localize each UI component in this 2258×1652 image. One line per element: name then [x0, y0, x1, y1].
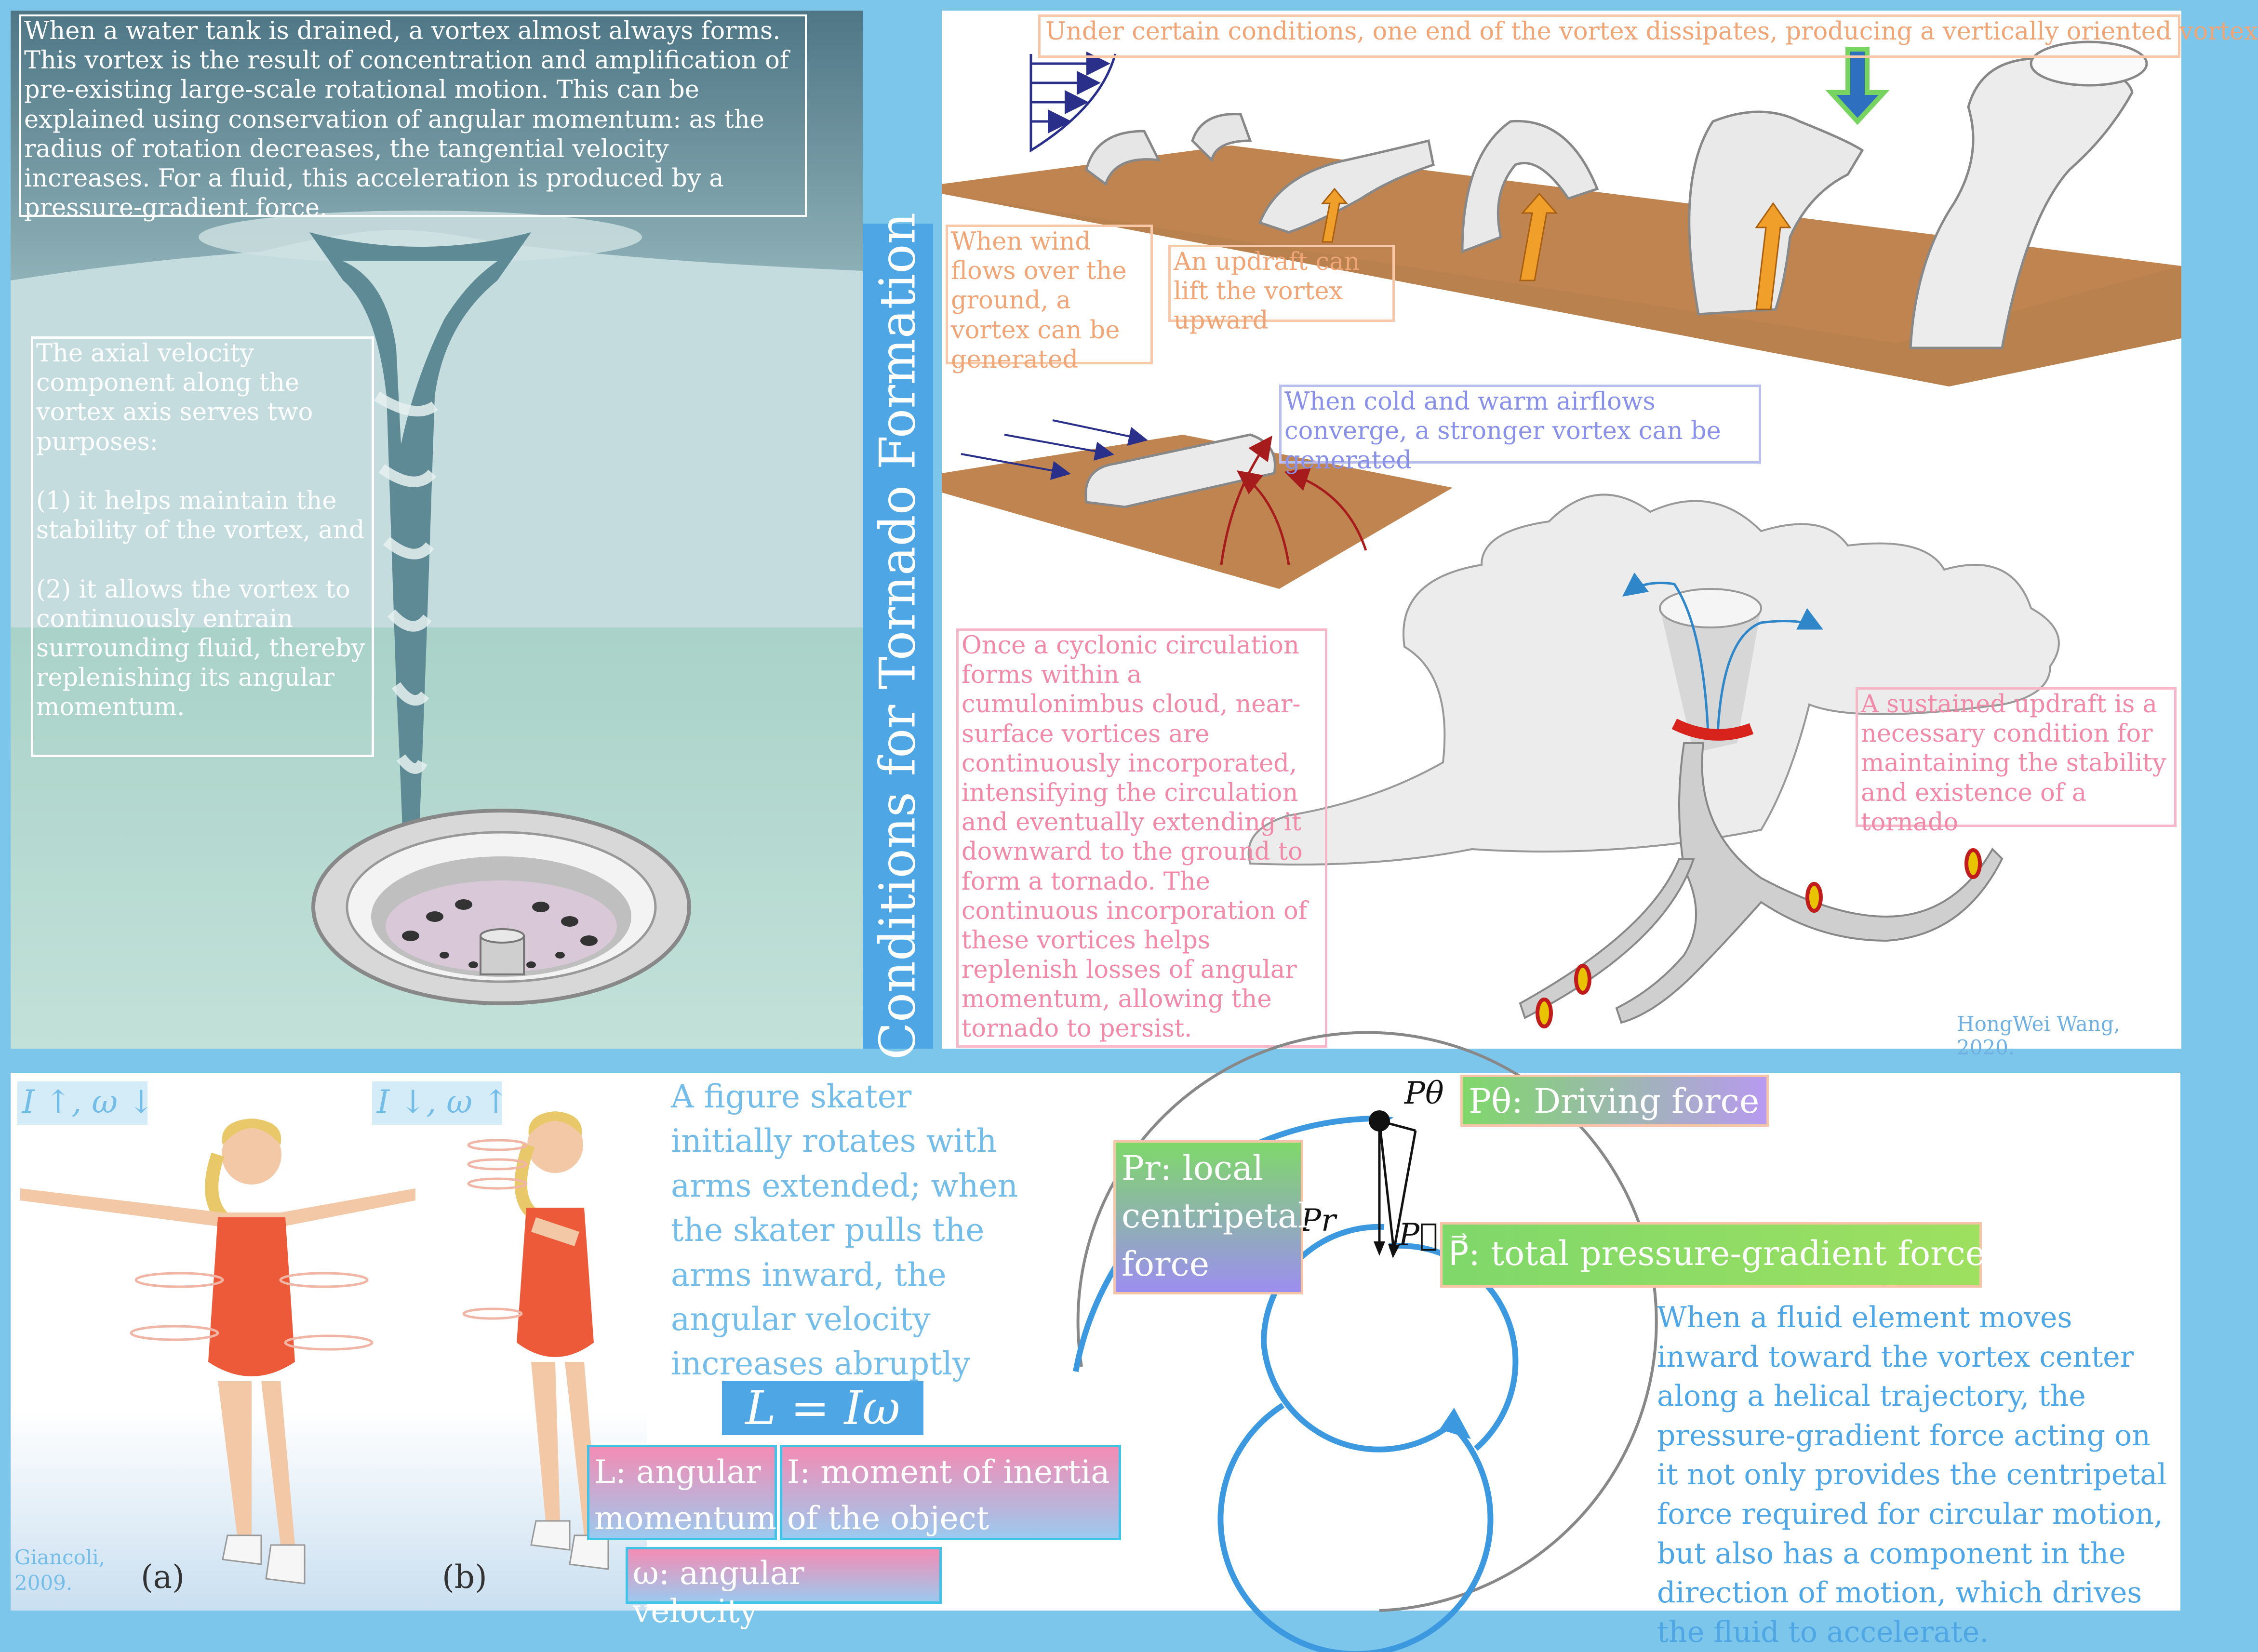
p-theta-symbol: Pθ	[1404, 1076, 1444, 1111]
cyclonic-caption: Once a cyclonic circulation forms within…	[962, 631, 1308, 1043]
p-theta-label: Pθ: Driving force	[1469, 1081, 1760, 1121]
p-theta-label-box: Pθ: Driving force	[1460, 1075, 1769, 1127]
tank-text-box: When a water tank is drained, a vortex a…	[19, 14, 807, 222]
tornado-formation-illustration	[942, 40, 2181, 1028]
converge-caption-box: When cold and warm airflows converge, a …	[1279, 385, 1761, 475]
tank-text: When a water tank is drained, a vortex a…	[24, 17, 789, 223]
L-definition: L: angular momentum	[587, 1445, 777, 1540]
title-bar: Conditions for Tornado Formation	[863, 213, 933, 1060]
p-r-symbol: Pr	[1300, 1203, 1336, 1239]
axial-text-box: The axial velocity component along the v…	[31, 336, 374, 757]
skater-b	[462, 1111, 609, 1570]
formula-box	[722, 1381, 923, 1435]
axial-intro: The axial velocity component along the v…	[36, 339, 313, 456]
label-a: (a)	[141, 1559, 185, 1596]
angular-momentum-formula: L = Iω	[745, 1381, 900, 1435]
formula-b: I ↓, ω ↑	[377, 1083, 509, 1120]
I-definition: I: moment of inertia of the object	[780, 1445, 1121, 1540]
cyclonic-caption-box: Once a cyclonic circulation forms within…	[956, 628, 1327, 1048]
tank-panel: When a water tank is drained, a vortex a…	[11, 11, 863, 1049]
forces-description: When a fluid element moves inward toward…	[1657, 1301, 2167, 1649]
wind-caption-box: When wind flows over the ground, a vorte…	[946, 225, 1153, 374]
drain-vortex-illustration	[11, 11, 863, 1049]
I-def-text: I: moment of inertia of the object	[787, 1453, 1110, 1537]
skater-panel: I ↑, ω ↓ I ↓, ω ↑ (a) (b) Giancoli, 2009…	[11, 1031, 2180, 1652]
tornado-panel: Under certain conditions, one end of the…	[942, 11, 2258, 1059]
axial-point-1: (1) it helps maintain the stability of t…	[36, 486, 365, 545]
skater-description: A figure skater initially rotates with a…	[671, 1078, 1018, 1383]
dissipate-caption: Under certain conditions, one end of the…	[1045, 17, 2258, 46]
formula-b-box	[372, 1081, 502, 1125]
tornado-credit: HongWei Wang, 2020.	[1957, 1012, 2121, 1059]
wind-caption: When wind flows over the ground, a vorte…	[951, 227, 1127, 374]
updraft-caption-box: An updraft can lift the vortex upward	[1168, 245, 1395, 335]
page-title: Conditions for Tornado Formation	[869, 212, 927, 1060]
dissipate-caption-box: Under certain conditions, one end of the…	[1038, 14, 2258, 58]
p-symbol: P⃗	[1399, 1217, 1438, 1253]
axial-point-2: (2) it allows the vortex to continuously…	[36, 575, 365, 722]
sustained-caption: A sustained updraft is a necessary condi…	[1861, 690, 2166, 837]
updraft-caption: An updraft can lift the vortex upward	[1174, 248, 1360, 335]
p-label-box: P⃗: total pressure-gradient force	[1440, 1222, 1986, 1288]
skater-credit: Giancoli, 2009.	[14, 1545, 106, 1595]
sustained-caption-box: A sustained updraft is a necessary condi…	[1856, 687, 2177, 837]
formula-a-box	[17, 1081, 147, 1125]
skater-a	[20, 1119, 415, 1585]
skater-illustration	[11, 1031, 1658, 1652]
p-label: P⃗: total pressure-gradient force	[1448, 1234, 1986, 1273]
w-def-text: ω: angular velocity	[633, 1555, 804, 1630]
converge-caption: When cold and warm airflows converge, a …	[1284, 387, 1721, 475]
p-r-label-box: Pr: local centripetal force	[1113, 1140, 1309, 1294]
formula-a: I ↑, ω ↓	[22, 1083, 155, 1120]
label-b: (b)	[442, 1559, 487, 1596]
w-definition: ω: angular velocity	[626, 1547, 942, 1630]
L-def-text: L: angular momentum	[594, 1453, 777, 1537]
p-r-label: Pr: local centripetal force	[1122, 1148, 1309, 1284]
